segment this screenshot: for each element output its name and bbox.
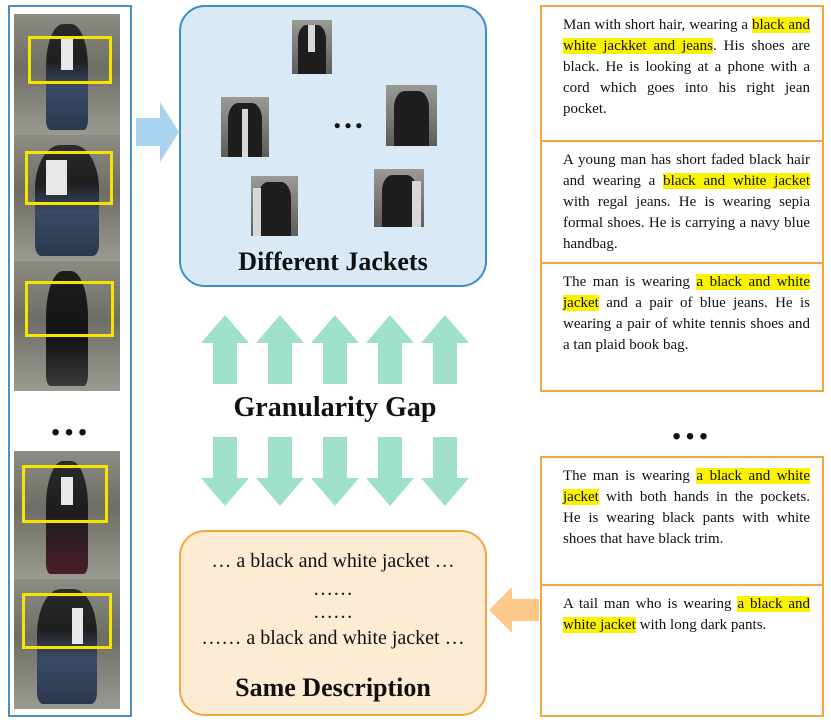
jacket-crop — [221, 97, 269, 157]
up-arrows-icon — [201, 315, 469, 384]
caption-box: The man is wearing a black and white jac… — [540, 456, 824, 586]
jacket-bounding-box — [25, 151, 113, 205]
person-photo — [14, 135, 120, 261]
caption-box: A tail man who is wearing a black and wh… — [540, 584, 824, 717]
jacket-stripe — [60, 476, 74, 505]
person-figure — [45, 271, 89, 386]
jackets-ellipsis: … — [332, 99, 364, 135]
same-description-title: Same Description — [235, 673, 431, 702]
jacket-stripe — [242, 109, 248, 157]
person-photo — [14, 261, 120, 391]
caption-box: A young man has short faded black hair a… — [540, 140, 824, 264]
jacket-torso — [258, 182, 291, 236]
jacket-torso — [393, 91, 430, 146]
person-figure — [35, 145, 99, 256]
same-description-panel — [179, 530, 487, 716]
jacket-crop — [386, 85, 437, 146]
jacket-sleeve — [412, 180, 421, 227]
caption-text: A young man has short faded black hair a… — [563, 152, 810, 189]
description-line: …… — [313, 578, 353, 600]
caption-box: The man is wearing a black and white jac… — [540, 262, 824, 392]
caption-text: A tail man who is wearing — [563, 596, 738, 612]
jacket-torso — [381, 174, 417, 227]
jacket-bounding-box — [22, 465, 108, 523]
jacket-stripe — [72, 607, 83, 644]
person-photo — [14, 579, 120, 709]
down-arrows-icon — [201, 437, 469, 506]
granularity-gap-label: Granularity Gap — [233, 392, 437, 423]
jacket-bounding-box — [22, 593, 112, 649]
jacket-sleeve — [252, 188, 262, 236]
strip-ellipsis: … — [49, 399, 91, 444]
caption-text: with regal jeans. He is wearing sepia fo… — [563, 194, 810, 252]
person-photo — [14, 14, 120, 135]
person-photo — [14, 451, 120, 579]
jacket-stripe — [60, 35, 74, 70]
description-line: …… — [313, 601, 353, 623]
captions-ellipsis: … — [670, 403, 710, 448]
jacket-bounding-box — [25, 281, 114, 337]
caption-text: . His shoes are black. He is looking at … — [563, 38, 810, 117]
caption-text: The man is wearing — [563, 468, 697, 484]
caption-highlight: black and white jacket — [663, 173, 810, 189]
caption-text: Man with short hair, wearing a — [563, 17, 752, 33]
jacket-crop — [292, 20, 332, 74]
jacket-stripe — [45, 160, 67, 196]
caption-text: The man is wearing — [563, 274, 697, 290]
caption-box: Man with short hair, wearing a black and… — [540, 5, 824, 142]
jacket-bounding-box — [28, 36, 112, 84]
orange-arrow-icon — [489, 587, 539, 633]
jacket-stripe — [308, 25, 316, 53]
description-line: … a black and white jacket … — [211, 550, 455, 572]
description-line: …… a black and white jacket … — [201, 627, 465, 649]
jacket-crop — [374, 169, 424, 227]
different-jackets-title: Different Jackets — [238, 247, 428, 276]
caption-text: with both hands in the pockets. He is we… — [563, 489, 810, 547]
caption-text: with long dark pants. — [635, 617, 767, 633]
jacket-crop — [251, 176, 298, 236]
blue-arrow-icon — [136, 102, 179, 162]
caption-text: and a pair of blue jeans. He is wearing … — [563, 295, 810, 353]
